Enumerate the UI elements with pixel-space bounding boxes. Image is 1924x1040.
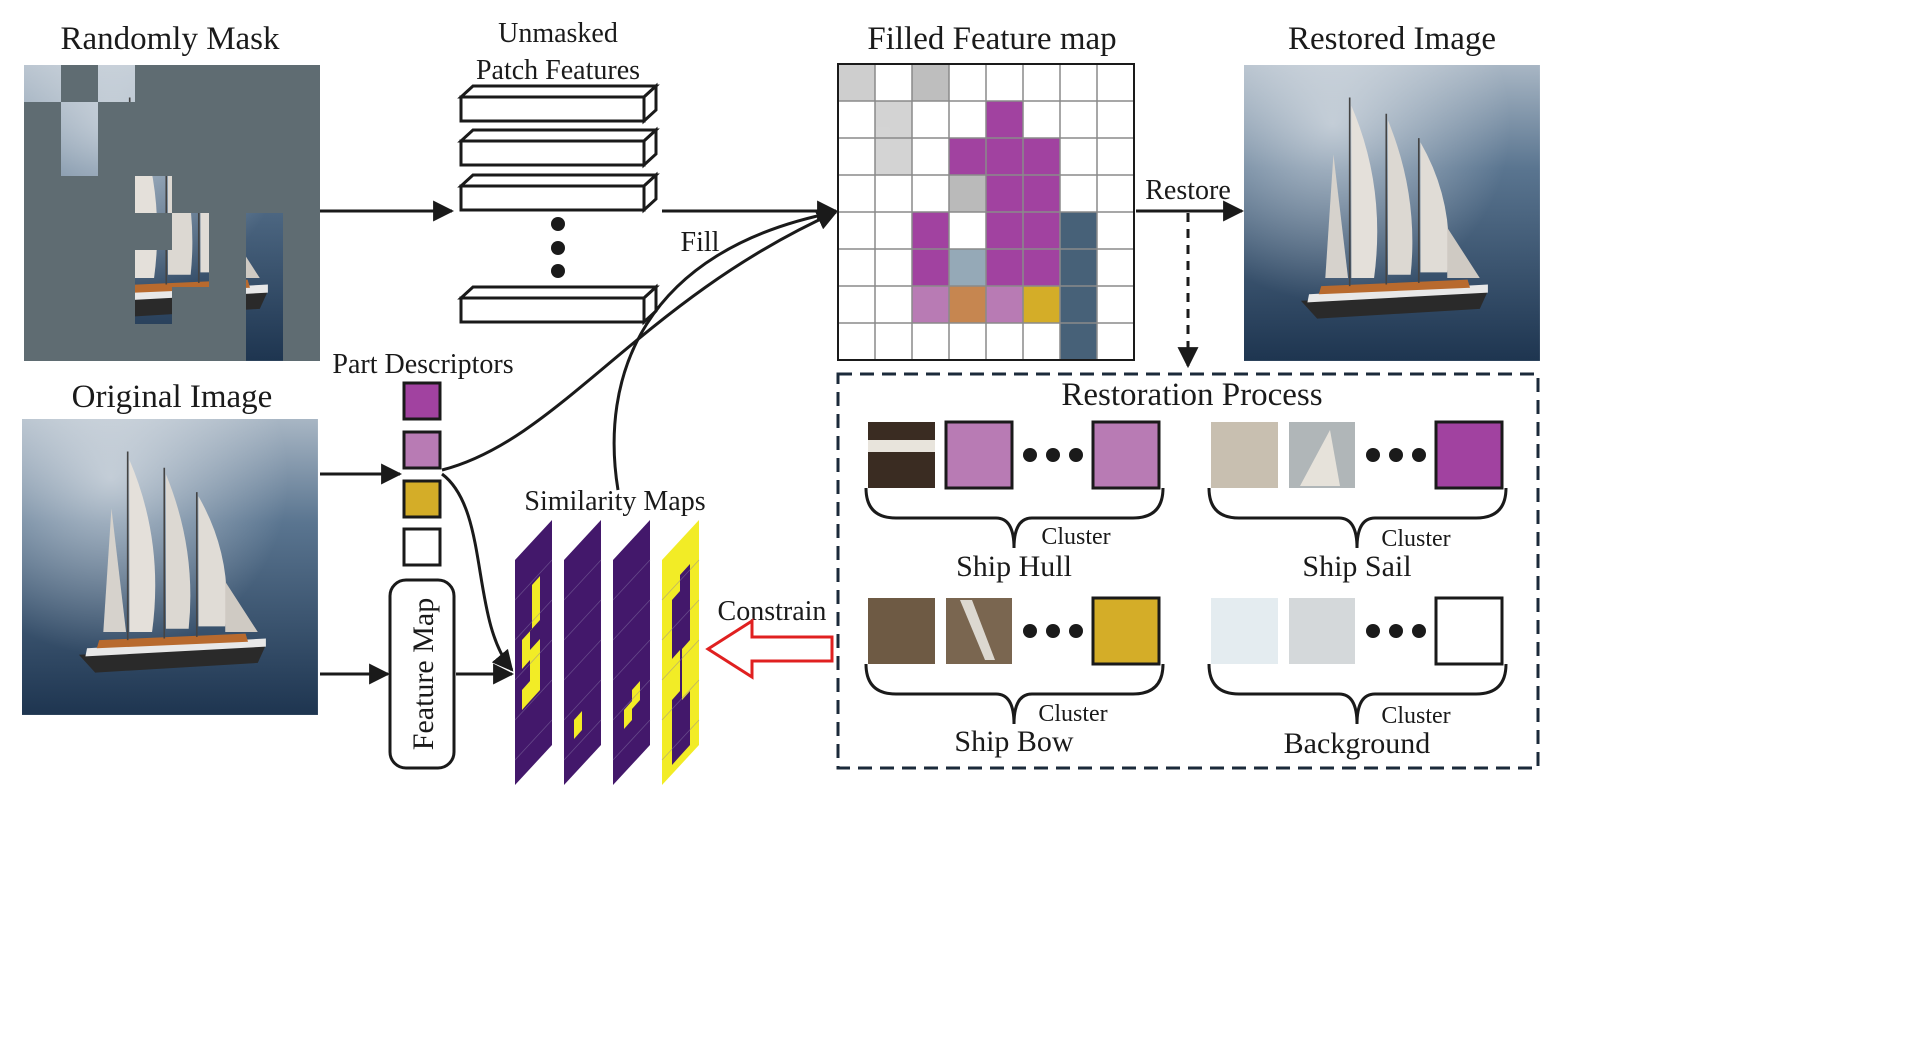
- filled-feature-map-grid: [837, 63, 1135, 361]
- patch-feature-bar: [457, 171, 660, 214]
- similarity-maps: [514, 520, 700, 785]
- curve-descriptors-to-similarity: [441, 472, 514, 672]
- cluster-brace: [1207, 663, 1508, 725]
- similarity-map-hull: [515, 520, 552, 785]
- cluster-name: Ship Sail: [1302, 550, 1411, 583]
- patch-thumbnail: [1211, 598, 1278, 664]
- part-descriptor-background: [402, 527, 442, 567]
- similarity-map-sail: [564, 520, 601, 785]
- unmasked-label-line2: Patch Features: [476, 55, 640, 86]
- cluster-name: Ship Hull: [956, 550, 1072, 583]
- cluster-word: Cluster: [1041, 524, 1110, 550]
- patch-feature-bar: [457, 126, 660, 169]
- cluster-word: Cluster: [1038, 701, 1107, 727]
- feature-map-block: Feature Map: [388, 578, 456, 770]
- randomly-mask-image: [24, 65, 320, 361]
- cluster-ship-hull: Cluster Ship Hull: [864, 420, 1165, 583]
- patch-thumbnail: [1211, 422, 1278, 488]
- patch-thumbnail: [868, 422, 935, 488]
- similarity-map-background: [662, 520, 699, 785]
- patch-thumbnail: [1289, 598, 1355, 664]
- patch-feature-bars: [457, 82, 660, 326]
- original-image-title: Original Image: [72, 379, 273, 415]
- ellipsis-icon: [1023, 624, 1083, 638]
- part-descriptor-sail: [402, 381, 442, 421]
- patch-feature-bar: [457, 82, 660, 125]
- cluster-ship-sail: Cluster Ship Sail: [1207, 420, 1508, 583]
- part-descriptor-hull: [402, 430, 442, 470]
- constrain-arrow: [705, 618, 834, 680]
- hull-descriptor-square: [944, 420, 1014, 490]
- bow-descriptor-square: [1091, 596, 1161, 666]
- randomly-mask-title: Randomly Mask: [60, 21, 280, 57]
- restore-label: Restore: [1145, 175, 1231, 206]
- cluster-word: Cluster: [1381, 526, 1450, 552]
- cluster-brace: [864, 487, 1165, 549]
- filled-feature-map-title: Filled Feature map: [867, 21, 1116, 57]
- cluster-name: Background: [1284, 727, 1431, 760]
- curve-similarity-to-filled: [612, 210, 837, 491]
- unmasked-label-line1: Unmasked: [498, 18, 618, 49]
- cluster-word: Cluster: [1381, 703, 1450, 729]
- curve-descriptors-to-filled: [441, 210, 838, 472]
- restoration-process-box: [836, 372, 1540, 770]
- restored-image-title: Restored Image: [1288, 21, 1496, 57]
- cluster-background: Cluster Background: [1207, 596, 1508, 760]
- flow-arrows: [320, 200, 1245, 685]
- cluster-brace: [1207, 487, 1508, 549]
- background-descriptor-square: [1434, 596, 1504, 666]
- sail-descriptor-square: [1434, 420, 1504, 490]
- fill-label: Fill: [681, 227, 720, 258]
- original-image: [22, 419, 318, 715]
- part-descriptor-bow: [402, 479, 442, 519]
- ellipsis-icon: [1023, 448, 1083, 462]
- cluster-name: Ship Bow: [954, 725, 1074, 758]
- part-descriptor-stack: [402, 381, 442, 567]
- cluster-ship-bow: Cluster Ship Bow: [864, 596, 1165, 758]
- feature-map-label: Feature Map: [407, 598, 440, 750]
- patch-feature-bar: [457, 283, 660, 326]
- vertical-ellipsis-icon: [551, 217, 565, 278]
- ellipsis-icon: [1366, 448, 1426, 462]
- part-descriptors-title: Part Descriptors: [332, 349, 513, 380]
- patch-thumbnail: [868, 598, 935, 664]
- cluster-brace: [864, 663, 1165, 725]
- hull-descriptor-square: [1091, 420, 1161, 490]
- similarity-map-bow: [613, 520, 650, 785]
- restored-image: [1244, 65, 1540, 361]
- similarity-maps-title: Similarity Maps: [524, 486, 705, 517]
- ellipsis-icon: [1366, 624, 1426, 638]
- constrain-label: Constrain: [718, 596, 827, 627]
- restoration-process-title: Restoration Process: [1061, 377, 1322, 413]
